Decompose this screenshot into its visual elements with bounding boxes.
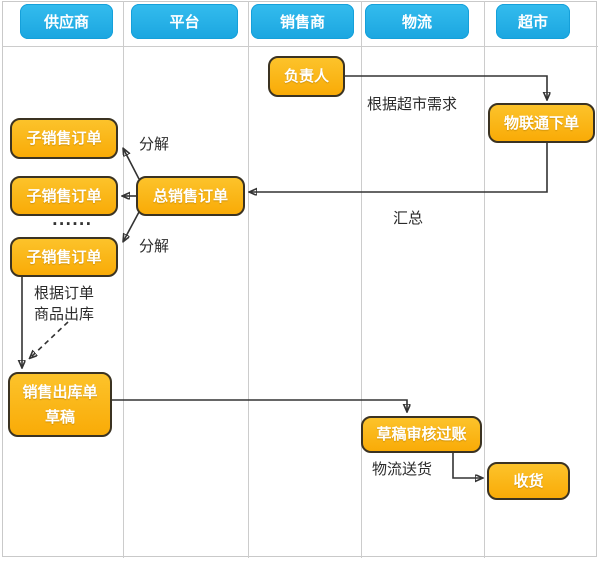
lane-divider-2 <box>248 1 249 558</box>
note-delivery: 物流送货 <box>372 460 433 478</box>
node-sub-order-1: 子销售订单 <box>10 118 118 159</box>
lane-divider-1 <box>123 1 124 558</box>
node-owner: 负责人 <box>268 56 345 97</box>
node-iot-order: 物联通下单 <box>488 103 595 143</box>
lane-header-platform: 平台 <box>131 4 238 39</box>
node-total-order: 总销售订单 <box>136 176 245 216</box>
lane-header-supermarket: 超市 <box>496 4 570 39</box>
note-decompose-bottom: 分解 <box>139 237 170 255</box>
note-decompose-top: 分解 <box>139 135 170 153</box>
lane-divider-4 <box>484 1 485 558</box>
note-per-order: 根据订单 商品出库 <box>34 284 95 323</box>
node-draft-posting: 草稿审核过账 <box>361 416 482 453</box>
note-summarize: 汇总 <box>393 209 424 227</box>
node-outbound-draft: 销售出库单 草稿 <box>8 372 112 437</box>
node-sub-order-2: 子销售订单 <box>10 176 118 216</box>
lane-header-supplier: 供应商 <box>20 4 113 39</box>
lane-divider-3 <box>361 1 362 558</box>
lane-header-logistics: 物流 <box>365 4 469 39</box>
node-receive: 收货 <box>487 462 570 500</box>
header-divider <box>2 46 598 47</box>
note-demand: 根据超市需求 <box>367 95 458 113</box>
note-ellipsis: ...... <box>52 211 93 229</box>
node-sub-order-3: 子销售订单 <box>10 237 118 277</box>
table-outline <box>2 1 597 557</box>
lane-header-seller: 销售商 <box>251 4 354 39</box>
